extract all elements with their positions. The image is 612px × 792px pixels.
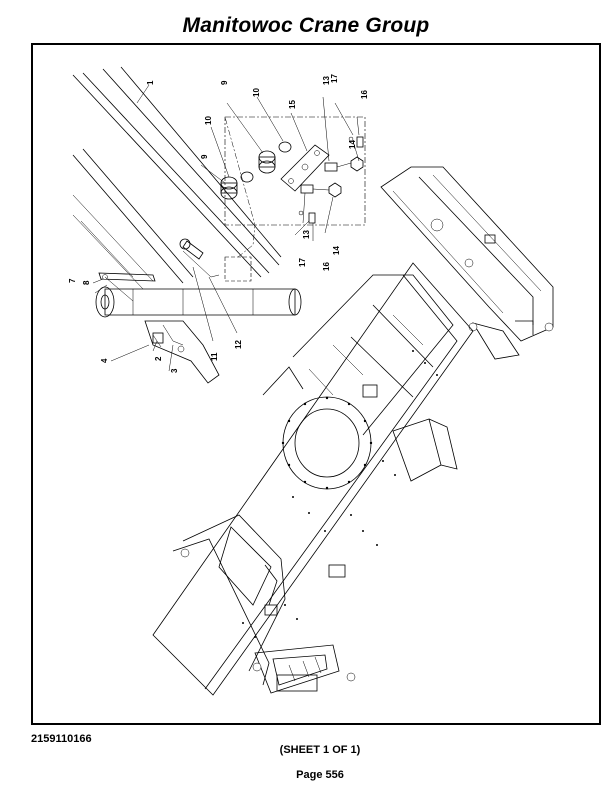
document-number: 2159110166	[31, 733, 92, 745]
callout-labels: 1 2 3 4 7 8 9 9 10 10 11 12 13 13 14 14 …	[68, 74, 369, 373]
callout-13b: 13	[302, 230, 311, 239]
callout-17b: 17	[298, 258, 307, 267]
callout-8: 8	[82, 280, 91, 285]
pin-plate-detail	[220, 116, 366, 226]
callout-15: 15	[288, 100, 297, 109]
callout-17a: 17	[330, 74, 339, 83]
callout-14b: 14	[332, 246, 341, 255]
callout-13a: 13	[322, 76, 331, 85]
boom-assembly	[72, 66, 302, 384]
callout-16b: 16	[322, 262, 331, 271]
callout-3: 3	[170, 368, 179, 373]
callout-11: 11	[210, 352, 219, 361]
page-number: Page 556	[296, 769, 344, 781]
page-title: Manitowoc Crane Group	[182, 14, 430, 37]
parts-diagram-frame: 1 2 3 4 7 8 9 9 10 10 11 12 13 13 14 14 …	[31, 43, 601, 725]
parts-diagram: 1 2 3 4 7 8 9 9 10 10 11 12 13 13 14 14 …	[68, 66, 554, 696]
callout-10b: 10	[204, 116, 213, 125]
callout-12: 12	[234, 340, 243, 349]
callout-2: 2	[154, 356, 163, 361]
callout-1: 1	[146, 80, 155, 85]
callout-10a: 10	[252, 88, 261, 97]
callout-4: 4	[100, 358, 109, 363]
callout-16a: 16	[360, 90, 369, 99]
leader-lines	[92, 84, 360, 372]
callout-9b: 9	[200, 154, 209, 159]
detail-reference-box	[224, 256, 252, 282]
callout-9a: 9	[220, 80, 229, 85]
sheet-label: (SHEET 1 OF 1)	[279, 744, 361, 756]
chassis-frame	[152, 166, 554, 696]
callout-14a: 14	[348, 140, 357, 149]
callout-7: 7	[68, 278, 77, 283]
